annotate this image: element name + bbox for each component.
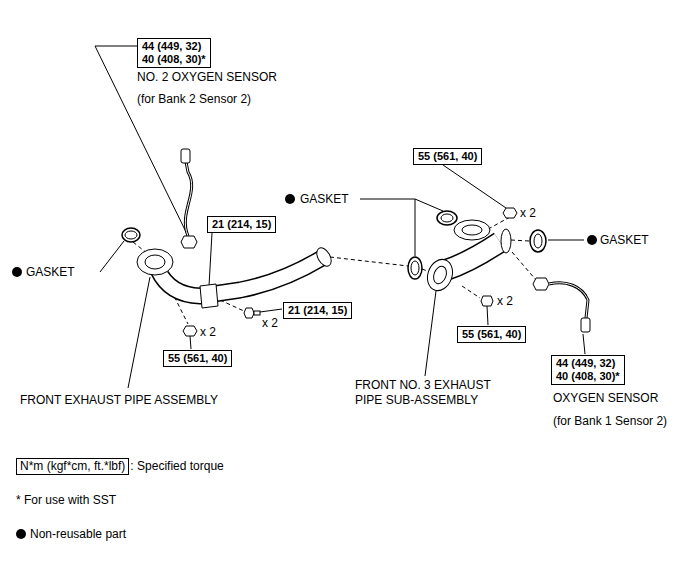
non-reusable-dot	[285, 194, 295, 204]
sensor-connector	[181, 149, 190, 163]
torque-spec-box: 44 (449, 32)40 (408, 30)*	[551, 355, 625, 385]
non-reusable-dot	[16, 529, 26, 539]
torque-spec-box: 44 (449, 32)40 (408, 30)*	[137, 38, 211, 68]
torque-value: 40 (408, 30)*	[142, 53, 206, 66]
leader-line	[260, 309, 282, 312]
torque-value: 55 (561, 40)	[418, 150, 477, 163]
torque-value: 55 (561, 40)	[168, 352, 227, 365]
exhaust-pipe	[446, 242, 500, 270]
gasket	[408, 257, 422, 279]
leader-line	[487, 306, 488, 325]
leader-line	[128, 277, 150, 388]
sensor-connector	[581, 318, 590, 332]
torque-spec-box: 55 (561, 40)	[413, 148, 482, 165]
non-reusable-dot	[12, 267, 22, 277]
part-label: x 2	[200, 325, 216, 340]
leader-line	[360, 199, 443, 211]
gasket	[437, 211, 457, 225]
leader-line	[190, 336, 191, 349]
part-label: * For use with SST	[16, 493, 116, 508]
assembly-line	[133, 217, 536, 324]
torque-spec-box: 21 (214, 15)	[207, 216, 276, 233]
bolt	[244, 308, 254, 318]
leader-line	[100, 241, 124, 272]
part-label: GASKET	[26, 265, 75, 280]
pipe-end	[314, 245, 334, 268]
gasket	[441, 214, 453, 222]
sensor-wire	[185, 162, 191, 236]
pipe-flange	[454, 220, 490, 240]
pipe-flange	[137, 249, 173, 275]
part-label: FRONT NO. 3 EXHAUST PIPE SUB-ASSEMBLY	[355, 378, 495, 408]
pipe-flange	[431, 264, 448, 285]
bolt	[481, 296, 493, 306]
nut	[503, 208, 517, 218]
bolt	[254, 311, 260, 315]
leader-line	[209, 233, 212, 286]
gasket	[122, 228, 140, 242]
part-label: FRONT EXHAUST PIPE ASSEMBLY	[20, 393, 218, 408]
torque-value: 44 (449, 32)	[142, 40, 206, 53]
leader-line	[415, 199, 416, 256]
exhaust-pipe	[158, 258, 322, 296]
sensor-body	[533, 278, 549, 290]
part-label: x 2	[262, 316, 278, 331]
torque-spec-box: 21 (214, 15)	[283, 302, 352, 319]
part-label: NO. 2 OXYGEN SENSOR	[137, 70, 277, 85]
part-label: Non-reusable part	[30, 527, 126, 542]
leader-line	[548, 240, 584, 241]
nut	[183, 326, 197, 336]
leader-line	[425, 291, 436, 376]
torque-spec-box: 55 (561, 40)	[457, 326, 526, 343]
gasket	[411, 261, 419, 275]
leader-line	[443, 165, 506, 208]
sensor-body	[181, 236, 197, 248]
sensor-wire	[549, 283, 588, 318]
gasket	[125, 231, 137, 239]
part-label: OXYGEN SENSOR	[553, 391, 658, 406]
legend-torque-box: N*m (kgf*cm, ft.*lbf)	[16, 458, 129, 475]
torque-value: 21 (214, 15)	[212, 218, 271, 231]
gasket	[530, 230, 546, 252]
part-label: (for Bank 2 Sensor 2)	[137, 92, 251, 107]
torque-value: 55 (561, 40)	[462, 328, 521, 341]
sensor-wire	[549, 283, 588, 318]
torque-value: 21 (214, 15)	[288, 304, 347, 317]
torque-value: 44 (449, 32)	[556, 357, 620, 370]
torque-value: N*m (kgf*cm, ft.*lbf)	[20, 459, 125, 474]
part-label: : Specified torque	[130, 459, 223, 474]
part-label: x 2	[497, 294, 513, 309]
leader-line	[583, 334, 585, 354]
sensor-wire	[185, 162, 191, 236]
pipe-flange	[462, 225, 482, 235]
pipe-flange	[501, 229, 511, 253]
pipe-flange	[145, 255, 165, 269]
pipe-flange	[200, 284, 218, 308]
part-label: GASKET	[600, 233, 649, 248]
part-label: x 2	[520, 206, 536, 221]
non-reusable-dot	[587, 235, 597, 245]
pipe-flange	[423, 256, 456, 294]
exhaust-pipe	[446, 242, 500, 270]
gasket	[534, 234, 542, 248]
part-label: GASKET	[300, 192, 349, 207]
torque-value: 40 (408, 30)*	[556, 370, 620, 383]
torque-spec-box: 55 (561, 40)	[163, 350, 232, 367]
exhaust-pipe	[158, 258, 322, 296]
part-label: (for Bank 1 Sensor 2)	[553, 414, 667, 429]
